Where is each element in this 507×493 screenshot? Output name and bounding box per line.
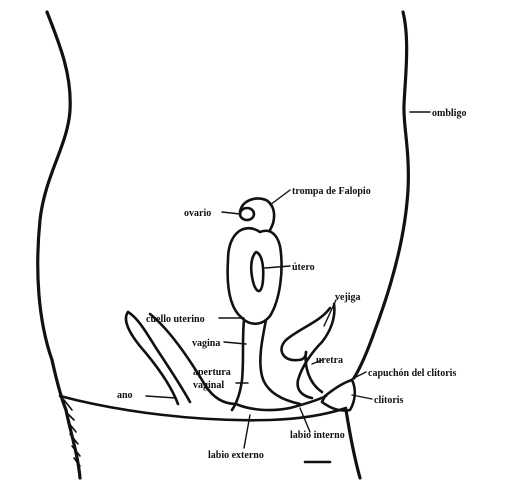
label-ano: ano [117,390,133,401]
label-ovario: ovario [184,208,211,219]
uterine-cavity [251,252,263,291]
label-cuello: cuello uterino [146,314,205,325]
label-vagina: vagina [192,338,220,349]
label-uretra: uretra [316,355,343,366]
ovary [240,208,254,220]
leader-utero [265,266,290,268]
label-ombligo: ombligo [432,108,466,119]
leader-ano [146,396,176,398]
label-utero: útero [292,262,315,273]
leader-trompa [270,190,290,205]
body-outline [38,12,409,478]
label-labio-externo: labio externo [208,450,264,461]
uterus [228,228,282,324]
organs [126,199,334,411]
back-outline [38,12,70,410]
thigh-front-outline [346,410,360,478]
rectum-inner [128,312,190,402]
label-apertura-2: vaginal [193,380,224,391]
label-apertura-1: apertura [193,367,231,378]
vagina-posterior [232,320,244,410]
leader-ovario [222,212,240,214]
leader-labio-interno [300,408,310,432]
label-trompa: trompa de Falopio [292,186,371,197]
bladder-outer [298,304,335,398]
label-capuchon: capuchón del clítoris [368,368,456,379]
label-labio-interno: labio interno [290,430,345,441]
label-clitoris: clítoris [374,395,404,406]
fallopian-tube [240,199,274,231]
rectum [126,312,178,404]
label-vejiga: vejiga [335,292,361,303]
